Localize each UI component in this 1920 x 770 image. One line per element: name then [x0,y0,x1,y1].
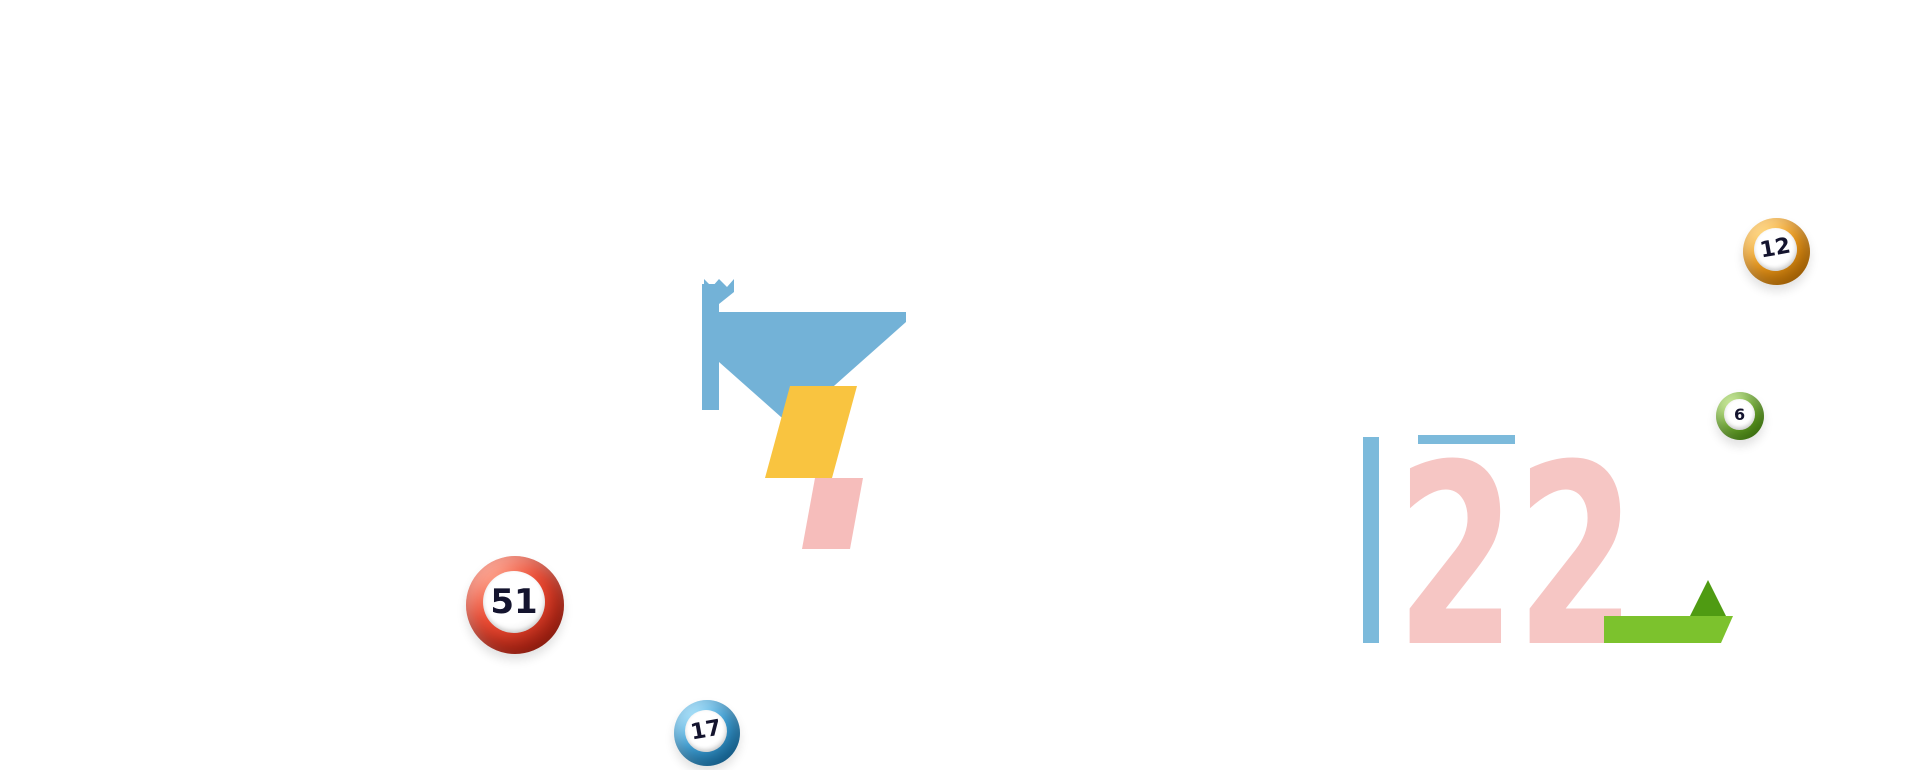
right-decoration-green-bar [1604,616,1733,643]
right-decoration-vertical-bar [1363,437,1379,643]
bingo-ball-6-number: 6 [1733,404,1746,424]
left-decoration-blue-flag-shape [719,312,906,425]
left-decoration [702,279,906,549]
left-decoration-pink-ribbon-shape [802,478,863,549]
bingo-ball-12-face: 12 [1750,224,1801,275]
right-decoration: 22 [1363,420,1733,650]
bingo-ball-6-face: 6 [1724,399,1755,430]
bingo-ball-51-face: 51 [482,570,546,634]
right-decoration-arrow-tip-dark [1690,580,1726,616]
bingo-ball-17-face: 17 [681,706,731,756]
bingo-ball-51: 51 [466,556,564,654]
left-decoration-blue-strip [702,284,719,410]
left-decoration-yellow-ribbon-shape [765,386,857,478]
bingo-ball-17: 17 [674,700,740,766]
right-decoration-horizontal-bar [1418,435,1515,444]
bingo-ball-17-number: 17 [688,715,724,746]
bingo-ball-6: 6 [1716,392,1764,440]
bingo-ball-12-number: 12 [1758,234,1793,264]
bingo-ball-12: 12 [1743,218,1810,285]
right-decoration-digits: 22 [1396,420,1636,650]
bingo-ball-51-number: 51 [490,582,538,623]
